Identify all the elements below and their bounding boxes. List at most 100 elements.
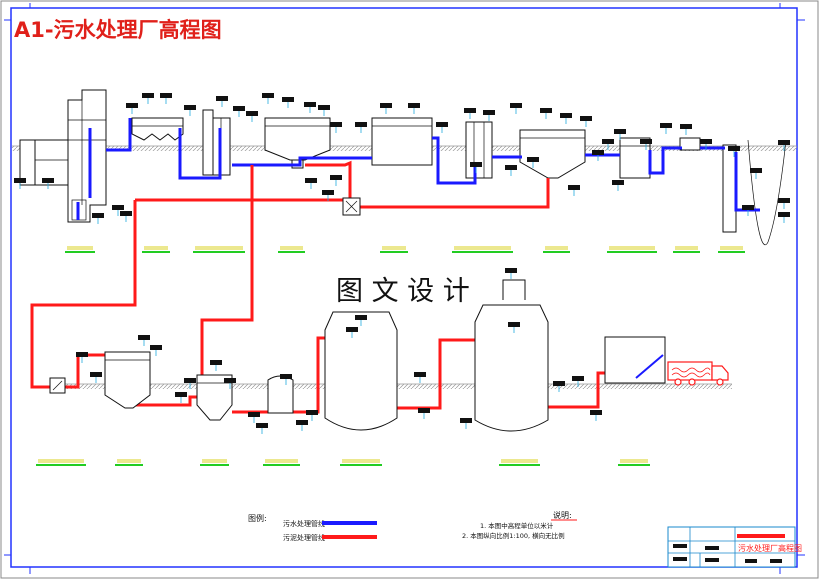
watermark-text: 图 文 设 计 [336, 276, 470, 307]
elevation-tag [120, 211, 132, 216]
elevation-tag [540, 108, 552, 113]
legend-label-sludge: 污泥处理管线 [283, 533, 325, 542]
frame-corner-marks [4, 3, 805, 574]
elevation-tag [14, 178, 26, 183]
structure-small-vessel [267, 375, 294, 414]
title-block: 污水处理厂高程图 [667, 526, 802, 568]
elevation-tag [280, 374, 292, 379]
legend: 图例: 污水处理管线 污泥处理管线 [248, 513, 377, 542]
elevation-tag [508, 322, 520, 327]
elevation-tag [262, 93, 274, 98]
structure-digester-1 [324, 311, 398, 431]
structure-label-mark [545, 246, 568, 250]
structure-label-mark [501, 459, 538, 463]
elevation-tag [464, 108, 476, 113]
elevation-tag [138, 335, 150, 340]
elevation-tag [778, 140, 790, 145]
elevation-tag [418, 408, 430, 413]
elevation-tag [318, 105, 330, 110]
elevation-tag [305, 178, 317, 183]
structure-label-mark [265, 459, 298, 463]
elevation-tag [460, 418, 472, 423]
elevation-tag [553, 381, 565, 386]
structure-sludge-thickener [104, 351, 151, 409]
title-block-drawing-name: 污水处理厂高程图 [738, 543, 802, 553]
structure-primary-settling-tank [264, 117, 331, 169]
elevation-tag [572, 376, 584, 381]
elevation-tag [560, 113, 572, 118]
sludge-pump-box-top [342, 197, 361, 216]
elevation-tag [304, 102, 316, 107]
structure-label-mark [454, 246, 511, 250]
structure-label-mark [720, 246, 743, 250]
structure-label-mark [67, 246, 93, 250]
elevation-tag [612, 180, 624, 185]
structure-river [747, 139, 787, 246]
drawing-title: A1-污水处理厂高程图 [14, 18, 222, 42]
legend-label-sewage: 污水处理管线 [283, 519, 325, 528]
structure-label-mark [675, 246, 698, 250]
elevation-tag [680, 124, 692, 129]
elevation-tag [90, 372, 102, 377]
structure-pump-well [67, 89, 107, 223]
elevation-tag [248, 412, 260, 417]
elevation-tag [330, 175, 342, 180]
elevation-tag [210, 360, 222, 365]
structure-label-mark [609, 246, 655, 250]
elevation-tag [282, 97, 294, 102]
structure-outfall-well [722, 144, 737, 233]
structure-label-mark [280, 246, 303, 250]
structure-label-mark [117, 459, 141, 463]
elevation-tag [355, 315, 367, 320]
elevation-tag [322, 190, 334, 195]
elevation-tag [142, 93, 154, 98]
elevation-tag [505, 165, 517, 170]
structure-label-mark [382, 246, 406, 250]
elevation-tag [306, 410, 318, 415]
elevation-tag [233, 106, 245, 111]
sludge-truck-icon [667, 361, 729, 386]
elevation-tag [414, 372, 426, 377]
sludge-pump-box-bottom [49, 377, 66, 394]
elevation-tag [640, 139, 652, 144]
elevation-tag [592, 150, 604, 155]
structure-distribution-well [465, 121, 493, 179]
notes-heading: 说明: [553, 510, 572, 520]
elevation-tag [510, 103, 522, 108]
inner-frame [10, 7, 798, 568]
elevation-tag [700, 139, 712, 144]
elevation-tag [92, 213, 104, 218]
elevation-tag [778, 212, 790, 217]
elevation-tag [296, 420, 308, 425]
legend-heading: 图例: [248, 513, 267, 523]
notes-line-2: 2. 本图纵向比例1:100, 横向无比例 [462, 531, 565, 540]
elevation-tags [14, 93, 790, 434]
elevation-tag [256, 423, 268, 428]
elevation-tag [246, 111, 258, 116]
elevation-tag [728, 146, 740, 151]
elevation-tag [346, 327, 358, 332]
elevation-tag [175, 392, 187, 397]
conveyor [635, 354, 664, 379]
structure-secondary-settling-tank [519, 129, 586, 179]
elevation-tag [184, 105, 196, 110]
elevation-tag [160, 93, 172, 98]
title-block-red-bar [737, 534, 785, 538]
elevation-tag [527, 157, 539, 162]
structure-digester-2 [474, 279, 549, 432]
elevation-tag [330, 122, 342, 127]
elevation-tag [126, 103, 138, 108]
elevation-tag [778, 198, 790, 203]
elevation-tag [505, 268, 517, 273]
notes: 说明: 1. 本图中高程单位以米计 2. 本图纵向比例1:100, 横向无比例 [462, 510, 577, 540]
elevation-tag [660, 123, 672, 128]
notes-line-1: 1. 本图中高程单位以米计 [480, 521, 554, 530]
elevation-tag [750, 168, 762, 173]
structure-weir [679, 137, 701, 151]
elevation-tag [355, 122, 367, 127]
structure-label-lines [36, 246, 745, 466]
structure-label-mark [38, 459, 84, 463]
elevation-tag [76, 352, 88, 357]
